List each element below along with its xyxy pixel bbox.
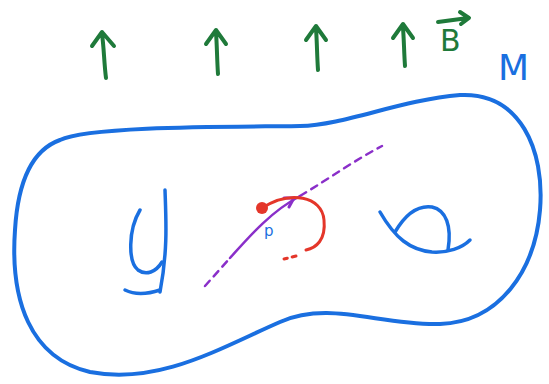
manifold-label: M [498,50,529,86]
point-label: p [264,224,274,239]
base-point [256,202,268,214]
right-hole [380,207,470,252]
surface-outline [14,95,540,375]
left-hole [125,190,166,293]
field-label: B [440,26,461,56]
loop [262,198,324,259]
field-arrows [92,12,469,78]
path-curve [205,146,382,286]
